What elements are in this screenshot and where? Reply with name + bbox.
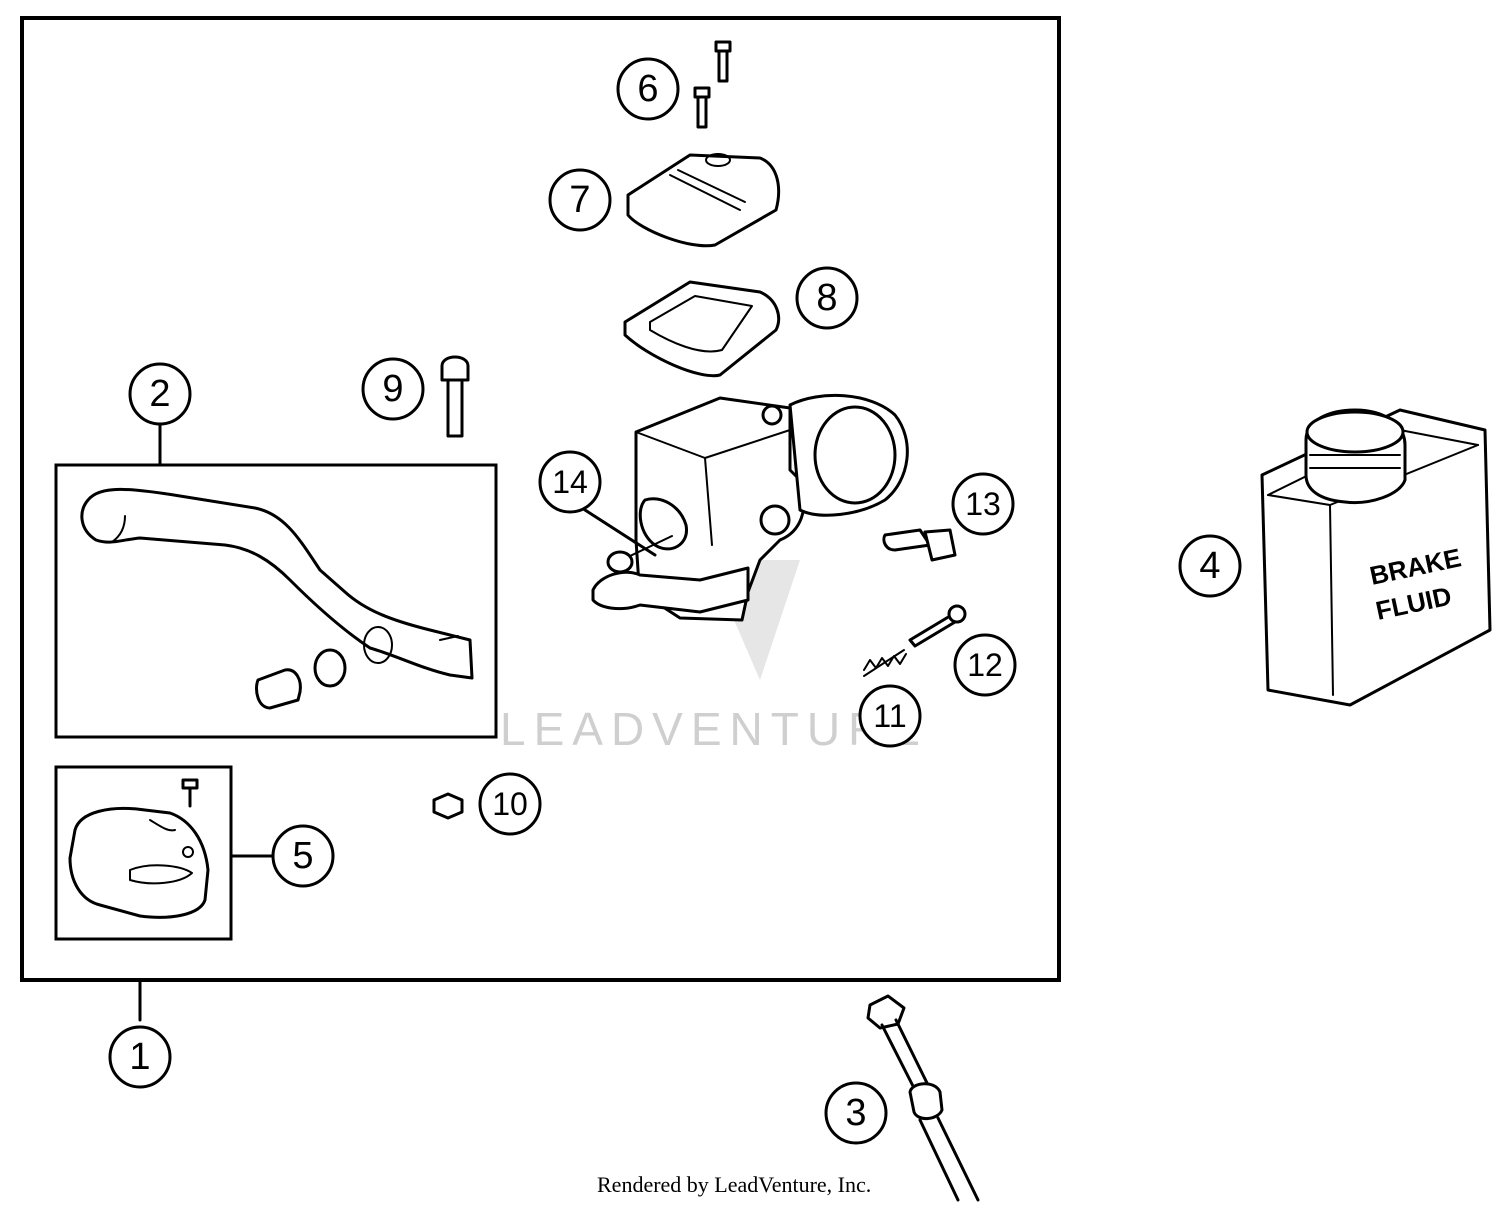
callout-8[interactable]: 8 (795, 266, 859, 330)
lever-box (54, 463, 498, 739)
svg-text:9: 9 (382, 368, 403, 410)
callout-7[interactable]: 7 (548, 168, 612, 232)
reservoir-lid-part (626, 153, 781, 248)
callout-5[interactable]: 5 (271, 824, 335, 888)
master-cylinder-body (591, 393, 909, 622)
diaphragm-gasket-part (623, 280, 781, 378)
svg-text:11: 11 (873, 698, 906, 734)
brake-lever (80, 487, 474, 710)
leader-14 (583, 508, 657, 557)
svg-text:3: 3 (845, 1092, 866, 1134)
callout-12[interactable]: 12 (953, 633, 1017, 697)
credit-text: Rendered by LeadVenture, Inc. (597, 1172, 871, 1197)
svg-text:6: 6 (637, 68, 658, 110)
pin-part (908, 604, 967, 648)
svg-text:12: 12 (967, 647, 1003, 683)
callout-1[interactable]: 1 (108, 1025, 172, 1089)
nut-part (432, 792, 464, 820)
brake-fluid-bottle: BRAKE FLUID (1260, 408, 1492, 707)
master-cylinder-assembly-box (20, 16, 1061, 982)
brake-hose (866, 994, 980, 1202)
svg-text:2: 2 (149, 373, 170, 415)
svg-text:5: 5 (292, 835, 313, 877)
svg-text:14: 14 (552, 464, 588, 500)
spring-part (863, 649, 907, 677)
adjuster-screw-part (882, 528, 957, 562)
callout-3[interactable]: 3 (824, 1081, 888, 1145)
svg-text:7: 7 (569, 179, 590, 221)
svg-text:8: 8 (816, 277, 837, 319)
watermark-text: LEADVENTURE (500, 703, 928, 755)
cover-box (54, 765, 233, 941)
cover-screws (693, 40, 732, 129)
callout-6[interactable]: 6 (616, 57, 680, 121)
callout-10[interactable]: 10 (478, 772, 542, 836)
callout-14[interactable]: 14 (538, 450, 602, 514)
svg-text:4: 4 (1199, 545, 1220, 587)
callout-9[interactable]: 9 (361, 357, 425, 421)
svg-text:10: 10 (492, 786, 528, 822)
svg-text:13: 13 (965, 486, 1001, 522)
callout-13[interactable]: 13 (951, 472, 1015, 536)
svg-text:1: 1 (129, 1036, 150, 1078)
callout-4[interactable]: 4 (1178, 534, 1242, 598)
reservoir-cover-part (68, 778, 210, 919)
callout-2[interactable]: 2 (128, 362, 192, 426)
callout-11[interactable]: 11 (858, 684, 922, 748)
lever-pivot-bolt (440, 355, 470, 438)
